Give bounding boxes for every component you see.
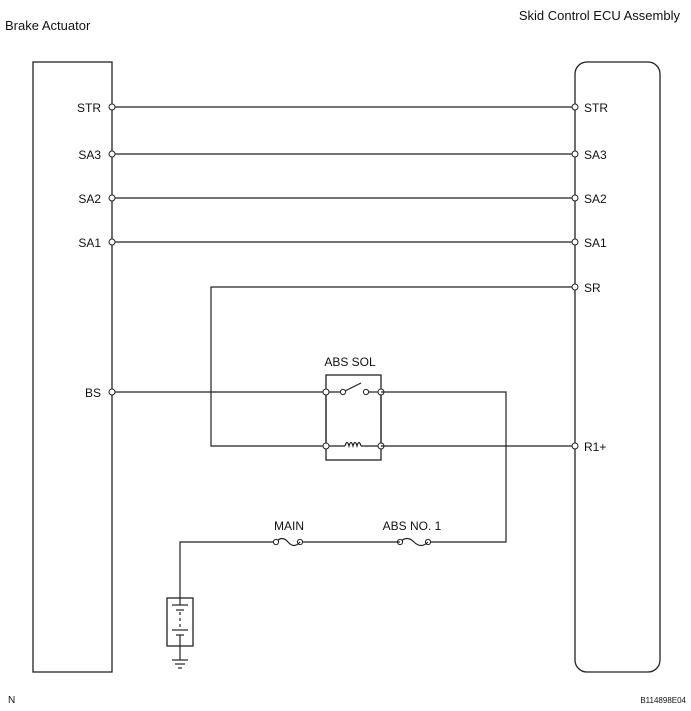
ground-icon: [172, 659, 188, 669]
right-pin-sa1-label: SA1: [584, 236, 607, 250]
left-pin-sa3-terminal: [108, 150, 116, 158]
left-pin-str-terminal: [108, 103, 116, 111]
main-fuse-label: MAIN: [274, 519, 304, 533]
abs-no1-fuse-label: ABS NO. 1: [383, 519, 442, 533]
relay-terminal-coil-left: [322, 442, 330, 450]
right-pin-r1-plus: R1+: [571, 440, 606, 454]
left-pin-bs-terminal: [108, 388, 116, 396]
brake-actuator-box: [32, 61, 113, 673]
skid-control-ecu-box: [574, 61, 661, 673]
left-pin-sa1-terminal: [108, 238, 116, 246]
left-pin-sa3-label: SA3: [78, 148, 101, 162]
abs-sol-label: ABS SOL: [324, 355, 376, 369]
left-pin-str-label: STR: [77, 101, 101, 115]
right-pin-sa3: SA3: [571, 148, 607, 162]
footer-left-label: N: [8, 695, 15, 706]
wire-sr: [210, 286, 575, 447]
left-pin-str: STR: [77, 101, 116, 115]
right-pin-str: STR: [571, 101, 608, 115]
battery-icon: [172, 598, 188, 646]
relay-contact-point-2: [362, 388, 370, 396]
right-pin-sa2-terminal: [571, 194, 579, 202]
right-pin-sa3-label: SA3: [584, 148, 607, 162]
right-pin-r1-plus-terminal: [571, 442, 579, 450]
left-pin-sa1: SA1: [78, 236, 116, 250]
left-pin-sa2-label: SA2: [78, 192, 101, 206]
left-pin-sa2-terminal: [108, 194, 116, 202]
left-pin-sa2: SA2: [78, 192, 116, 206]
right-pin-r1-plus-label: R1+: [584, 440, 606, 454]
main-fuse-terminal-left: [272, 538, 280, 546]
right-pin-sr: SR: [571, 281, 601, 295]
abs-no1-fuse-icon: [399, 537, 429, 547]
relay-contact-switch: [342, 382, 362, 393]
left-pin-bs-label: BS: [85, 386, 101, 400]
left-pin-sa1-label: SA1: [78, 236, 101, 250]
right-pin-sa1: SA1: [571, 236, 607, 250]
figure-code: B114898E04: [640, 696, 686, 705]
wire-relay-to-fuse: [381, 391, 507, 543]
relay-terminal-contact-left: [322, 388, 330, 396]
right-pin-sa1-terminal: [571, 238, 579, 246]
main-fuse-icon: [275, 537, 301, 547]
relay-coil-symbol: [344, 441, 362, 449]
skid-control-ecu-title: Skid Control ECU Assembly: [519, 8, 681, 23]
wire-fuse-to-battery: [179, 541, 274, 598]
right-pin-str-terminal: [571, 103, 579, 111]
left-pin-sa3: SA3: [78, 148, 116, 162]
right-pin-str-label: STR: [584, 101, 608, 115]
abs-sol-relay-box: [325, 374, 382, 461]
relay-contact-point-1: [339, 388, 347, 396]
right-pin-sr-terminal: [571, 283, 579, 291]
right-pin-sr-label: SR: [584, 281, 601, 295]
right-pin-sa3-terminal: [571, 150, 579, 158]
right-pin-sa2: SA2: [571, 192, 607, 206]
left-pin-bs: BS: [85, 386, 116, 400]
right-pin-sa2-label: SA2: [584, 192, 607, 206]
brake-actuator-title: Brake Actuator: [5, 18, 91, 33]
